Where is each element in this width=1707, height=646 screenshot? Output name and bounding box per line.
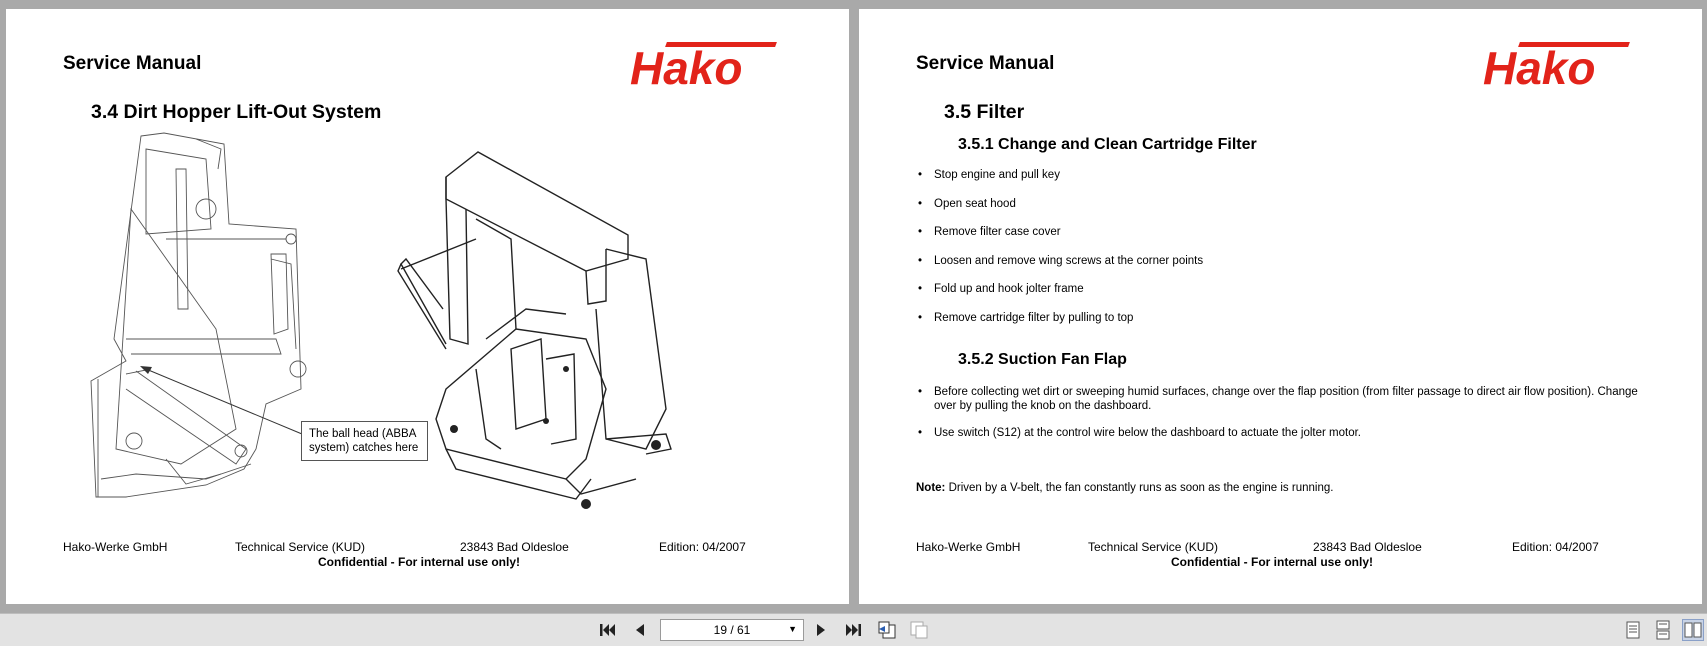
go-forward-view-icon[interactable] [908,619,930,641]
cartridge-filter-steps: Stop engine and pull key Open seat hood … [916,169,1203,340]
two-page-view-icon[interactable] [1682,619,1704,641]
first-page-icon[interactable] [597,619,619,641]
hako-logo: Hako [1483,42,1630,94]
subsection-title-suction-fan: 3.5.2 Suction Fan Flap [958,351,1127,368]
left-document-page: Service Manual Hako 3.4 Dirt Hopper Lift… [6,9,849,604]
right-document-page: Service Manual Hako 3.5 Filter 3.5.1 Cha… [859,9,1702,604]
subsection-title-cartridge-filter: 3.5.1 Change and Clean Cartridge Filter [958,136,1257,153]
page-header-title: Service Manual [63,53,202,74]
previous-page-icon[interactable] [629,619,651,641]
note-text: Driven by a V-belt, the fan constantly r… [945,482,1334,494]
chevron-down-icon[interactable]: ▼ [788,624,797,634]
page-header-title: Service Manual [916,53,1055,74]
footer-department: Technical Service (KUD) [1088,540,1219,554]
dirt-hopper-side-drawing [90,132,672,509]
list-item: Stop engine and pull key [916,169,1203,198]
footer-company: Hako-Werke GmbH [63,540,168,554]
footer-confidential: Confidential - For internal use only! [1171,555,1374,569]
hako-logo: Hako [630,42,777,94]
footer-address: 23843 Bad Oldesloe [460,540,569,554]
last-page-icon[interactable] [842,619,864,641]
page-number-field[interactable]: 19 / 61 ▼ [660,619,804,641]
section-title: 3.4 Dirt Hopper Lift-Out System [91,101,382,123]
note-label: Note: [916,482,946,494]
footer-edition: Edition: 04/2007 [1512,540,1599,554]
page-indicator-text: 19 / 61 [713,623,751,637]
go-back-view-icon[interactable] [876,619,898,641]
footer-edition: Edition: 04/2007 [659,540,746,554]
list-item: Use switch (S12) at the control wire bel… [916,426,1656,446]
svg-text:Hako: Hako [630,42,742,94]
note-paragraph: Note: Driven by a V-belt, the fan consta… [916,482,1333,494]
section-title: 3.5 Filter [944,101,1025,123]
list-item: Remove cartridge filter by pulling to to… [916,312,1203,341]
pdf-navigation-toolbar: 19 / 61 ▼ [0,613,1707,646]
ball-head-callout: The ball head (ABBA system) catches here [301,421,428,461]
footer-confidential: Confidential - For internal use only! [318,555,521,569]
list-item: Fold up and hook jolter frame [916,283,1203,312]
single-page-view-icon[interactable] [1622,619,1644,641]
list-item: Loosen and remove wing screws at the cor… [916,255,1203,284]
list-item: Remove filter case cover [916,226,1203,255]
footer-department: Technical Service (KUD) [235,540,366,554]
continuous-page-view-icon[interactable] [1652,619,1674,641]
next-page-icon[interactable] [810,619,832,641]
list-item: Open seat hood [916,198,1203,227]
svg-text:Hako: Hako [1483,42,1595,94]
footer-address: 23843 Bad Oldesloe [1313,540,1422,554]
suction-fan-steps: Before collecting wet dirt or sweeping h… [916,385,1656,446]
list-item: Before collecting wet dirt or sweeping h… [916,385,1656,426]
footer-company: Hako-Werke GmbH [916,540,1021,554]
